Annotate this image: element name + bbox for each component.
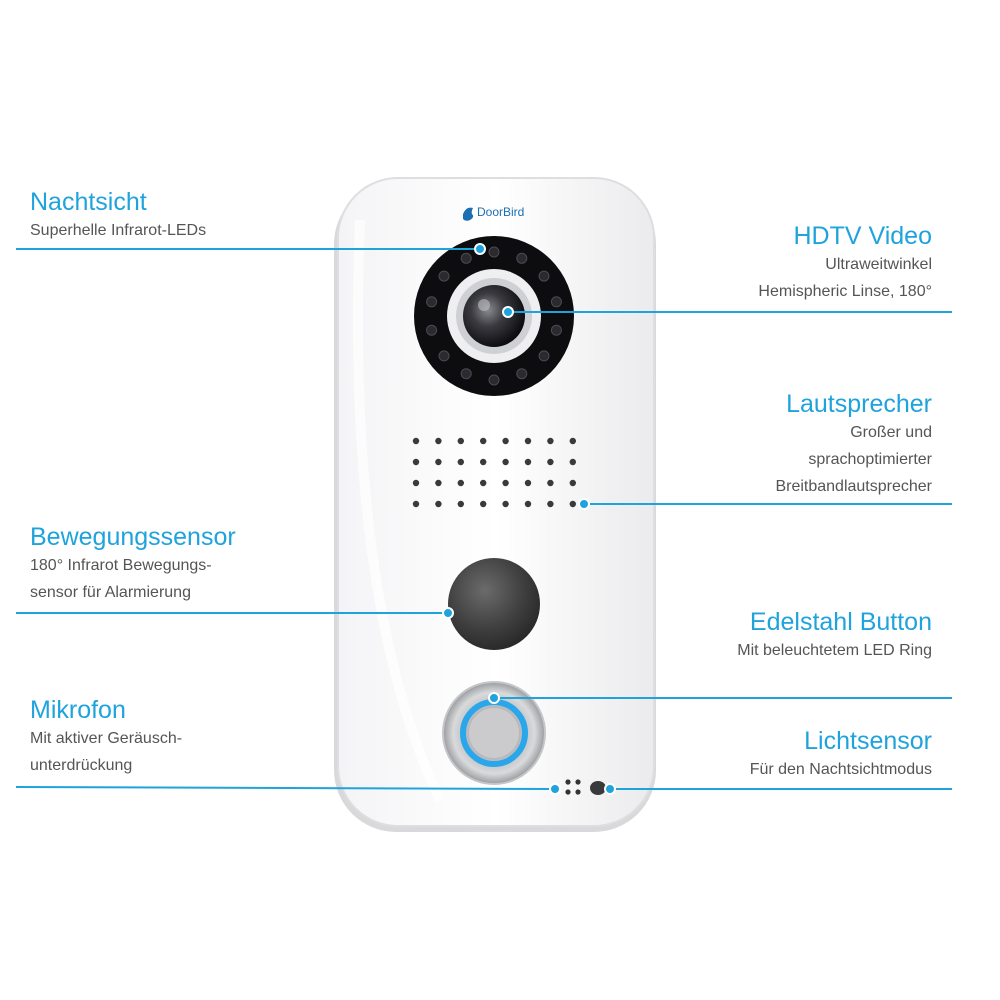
speaker-hole <box>435 500 442 508</box>
speaker-hole <box>457 437 464 445</box>
light-sensor <box>590 781 606 795</box>
microphone-holes <box>565 779 581 795</box>
title-lautsprecher: Lautsprecher <box>786 390 932 418</box>
button-center <box>469 708 519 758</box>
doorbird-logo: DoorBird <box>463 205 524 221</box>
speaker-grille <box>412 437 576 508</box>
title-edelstahl: Edelstahl Button <box>749 608 932 636</box>
ir-led <box>460 252 472 264</box>
callout-dot-lautsprecher <box>578 498 590 510</box>
callout-dot-bewegung <box>442 607 454 619</box>
speaker-hole <box>524 500 532 508</box>
speaker-hole <box>547 458 554 466</box>
speaker-hole <box>502 479 509 487</box>
callout-dot-mikrofon <box>549 783 561 795</box>
callout-line-mikrofon <box>15 786 556 790</box>
speaker-hole <box>435 437 442 445</box>
callout-dot-edelstahl <box>488 692 500 704</box>
ir-led <box>426 296 438 308</box>
title-hdtv: HDTV Video <box>793 222 933 250</box>
label-mikrofon: Mikrofon Mit aktiver Geräusch- unterdrüc… <box>30 695 182 779</box>
speaker-hole <box>412 479 420 487</box>
speaker-hole <box>412 458 420 466</box>
desc-mikrofon-1: Mit aktiver Geräusch- <box>30 730 183 747</box>
title-nachtsicht: Nachtsicht <box>30 188 147 216</box>
speaker-hole <box>524 437 532 445</box>
speaker-hole <box>502 500 509 508</box>
bird-icon <box>463 207 474 221</box>
desc-hdtv-1: Ultraweitwinkel <box>825 256 932 273</box>
title-lichtsensor: Lichtsensor <box>804 727 932 755</box>
ir-led <box>516 368 528 380</box>
speaker-hole <box>569 479 576 487</box>
speaker-hole <box>569 500 576 508</box>
ir-led <box>438 350 450 362</box>
desc-lichtsensor-1: Für den Nachtsichtmodus <box>749 761 932 778</box>
speaker-hole <box>412 437 420 445</box>
callout-dot-nachtsicht <box>474 243 486 255</box>
ir-led <box>516 252 528 264</box>
title-mikrofon: Mikrofon <box>30 696 126 724</box>
speaker-hole <box>480 458 487 466</box>
desc-bewegung-2: sensor für Alarmierung <box>30 584 191 601</box>
desc-bewegung-1: 180° Infrarot Bewegungs- <box>30 557 212 574</box>
speaker-hole <box>547 500 554 508</box>
speaker-hole <box>457 458 464 466</box>
device-highlight <box>352 219 445 803</box>
speaker-hole <box>547 479 554 487</box>
device-body <box>337 177 655 827</box>
speaker-hole <box>457 479 464 487</box>
title-bewegung: Bewegungssensor <box>30 523 236 551</box>
doorbird-device: DoorBird <box>334 177 656 832</box>
speaker-hole <box>480 500 487 508</box>
speaker-hole <box>457 500 464 508</box>
callout-lines <box>15 243 952 795</box>
ir-led <box>438 270 450 282</box>
label-edelstahl: Edelstahl Button Mit beleuchtetem LED Ri… <box>737 607 932 664</box>
speaker-hole <box>502 458 509 466</box>
label-lichtsensor: Lichtsensor Für den Nachtsichtmodus <box>750 726 932 783</box>
callout-dot-lichtsensor <box>604 783 616 795</box>
ir-led <box>488 246 500 258</box>
label-lautsprecher: Lautsprecher Großer und sprachoptimierte… <box>775 389 932 500</box>
speaker-hole <box>569 458 576 466</box>
speaker-hole <box>524 479 532 487</box>
infrared-leds <box>426 246 562 386</box>
desc-lautsprecher-2: sprachoptimierter <box>808 451 932 468</box>
speaker-hole <box>502 437 509 445</box>
motion-sensor <box>448 558 540 650</box>
label-bewegung: Bewegungssensor 180° Infrarot Bewegungs-… <box>30 522 236 606</box>
speaker-hole <box>412 500 420 508</box>
camera-module <box>414 236 574 396</box>
ir-led <box>550 324 562 336</box>
ir-led <box>426 324 438 336</box>
label-nachtsicht: Nachtsicht Superhelle Infrarot-LEDs <box>30 187 206 244</box>
speaker-hole <box>435 479 442 487</box>
speaker-hole <box>569 437 576 445</box>
label-hdtv: HDTV Video Ultraweitwinkel Hemispheric L… <box>758 221 932 305</box>
speaker-hole <box>547 437 554 445</box>
desc-edelstahl-1: Mit beleuchtetem LED Ring <box>737 642 932 659</box>
desc-lautsprecher-1: Großer und <box>850 424 932 441</box>
desc-hdtv-2: Hemispheric Linse, 180° <box>758 283 932 300</box>
ir-led <box>488 374 500 386</box>
ir-led <box>538 350 550 362</box>
desc-lautsprecher-3: Breitbandlautsprecher <box>775 478 932 495</box>
ir-led <box>550 296 562 308</box>
speaker-hole <box>524 458 532 466</box>
lens-glint <box>478 299 490 311</box>
desc-nachtsicht-1: Superhelle Infrarot-LEDs <box>30 222 207 239</box>
callout-dot-hdtv <box>502 306 514 318</box>
desc-mikrofon-2: unterdrückung <box>30 757 133 774</box>
brand-name: DoorBird <box>477 205 524 219</box>
ir-led <box>460 368 472 380</box>
camera-lens <box>463 285 525 347</box>
stainless-steel-button[interactable] <box>442 681 546 785</box>
speaker-hole <box>435 458 442 466</box>
ir-led <box>538 270 550 282</box>
speaker-hole <box>480 479 487 487</box>
speaker-hole <box>480 437 487 445</box>
